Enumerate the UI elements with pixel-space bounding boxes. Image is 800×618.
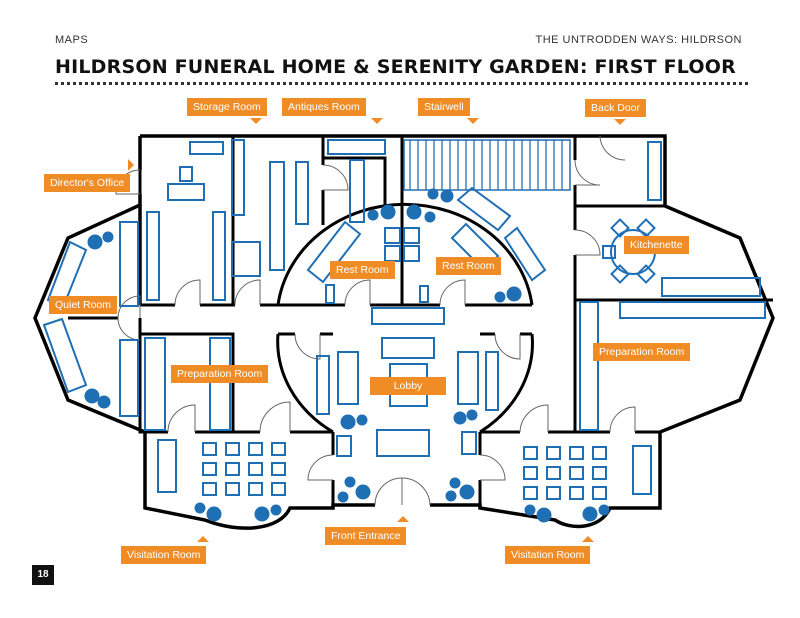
page-number: 18 xyxy=(32,565,54,585)
label-antiques-room: Antiques Room xyxy=(282,98,366,116)
label-back-door: Back Door xyxy=(585,99,647,117)
label-rest-room-right: Rest Room xyxy=(436,257,501,275)
interior-walls xyxy=(68,136,773,505)
label-lobby: Lobby xyxy=(370,377,446,395)
label-rest-room-left: Rest Room xyxy=(330,261,395,279)
label-stairwell: Stairwell xyxy=(418,98,470,116)
building-outline xyxy=(33,134,775,530)
pointer-front-entrance xyxy=(397,516,409,522)
label-storage-room: Storage Room xyxy=(187,98,267,116)
left-visitation-chairs xyxy=(202,442,286,496)
label-quiet-room: Quiet Room xyxy=(49,296,118,314)
book-title-header: THE UNTRODDEN WAYS: HILDRSON xyxy=(535,34,742,46)
door-swings xyxy=(115,135,636,506)
pointer-stairwell xyxy=(467,118,479,124)
label-preparation-room-right: Preparation Room xyxy=(593,343,691,361)
furniture xyxy=(42,139,766,500)
right-visitation-chairs xyxy=(523,446,607,500)
plants-icon xyxy=(84,188,610,523)
map-title: HILDRSON FUNERAL HOME & SERENITY GARDEN:… xyxy=(55,56,736,78)
label-preparation-room-left: Preparation Room xyxy=(171,365,269,383)
pointer-visitation-room-left xyxy=(197,536,209,542)
pointer-antiques-room xyxy=(371,118,383,124)
label-kitchenette: Kitchenette xyxy=(624,236,689,254)
pointer-visitation-room-right xyxy=(582,536,594,542)
label-front-entrance: Front Entrance xyxy=(325,527,407,545)
title-divider xyxy=(55,82,748,85)
label-directors-office: Director's Office xyxy=(44,174,131,192)
label-visitation-room-right: Visitation Room xyxy=(505,546,591,564)
pointer-back-door xyxy=(614,119,626,125)
pointer-directors-office xyxy=(128,159,134,171)
section-header: MAPS xyxy=(55,34,89,46)
pointer-storage-room xyxy=(250,118,262,124)
label-visitation-room-left: Visitation Room xyxy=(121,546,207,564)
